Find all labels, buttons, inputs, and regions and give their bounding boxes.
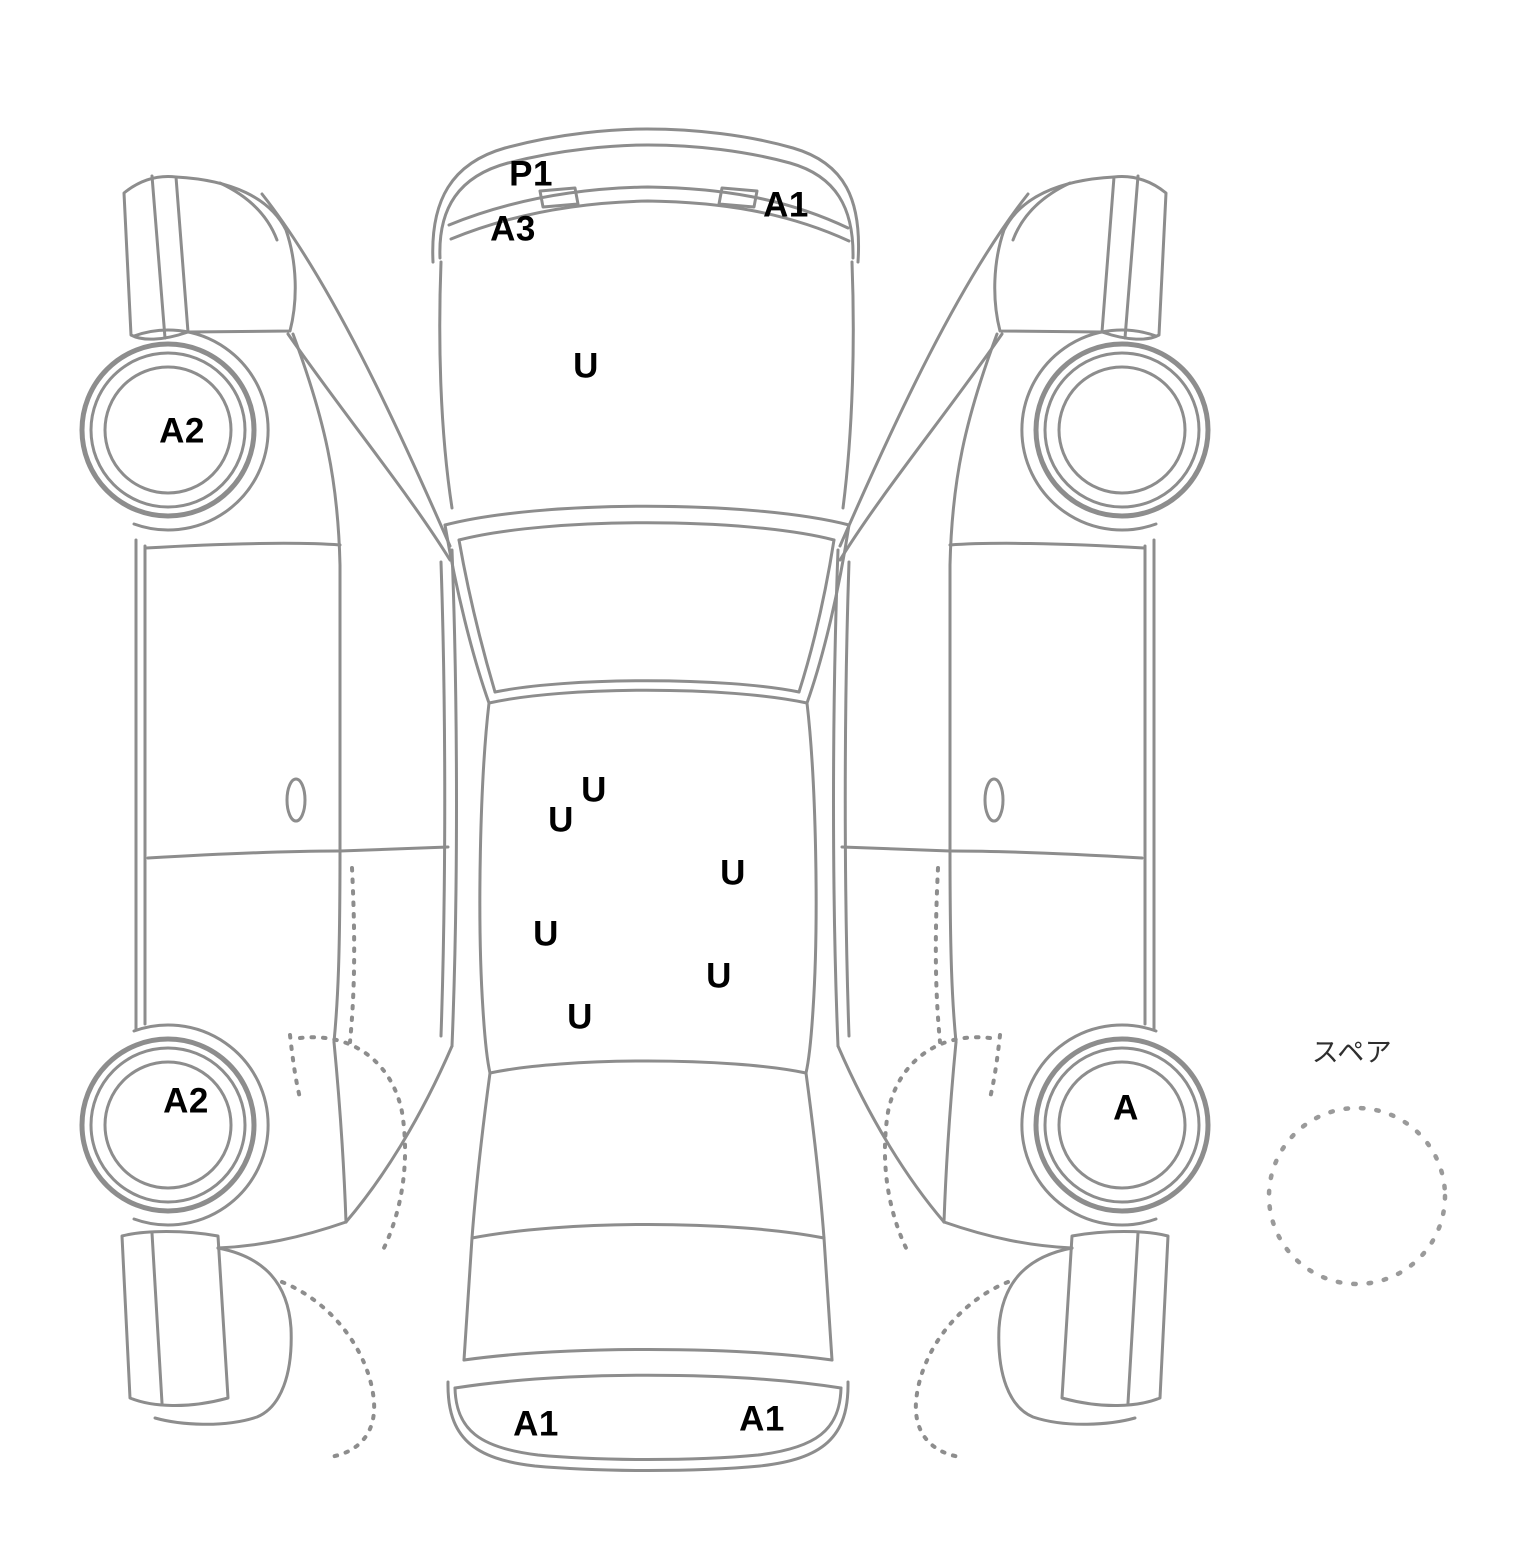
damage-code-u-roof-5: U (706, 956, 732, 996)
damage-code-a3-front-left: A3 (490, 209, 536, 249)
car-top-view (431, 127, 861, 1472)
damage-code-a1-front-right: A1 (763, 185, 809, 225)
damage-code-u-roof-2: U (548, 800, 574, 840)
damage-code-p1-front-bumper: P1 (509, 154, 553, 194)
damage-code-a1-rear-right: A1 (739, 1399, 785, 1439)
damage-code-u-hood: U (573, 346, 599, 386)
damage-code-a2-rear-left-wheel: A2 (163, 1081, 209, 1121)
spare-tire-outline (1266, 1105, 1448, 1287)
spare-tire-label: スペア (1311, 1037, 1393, 1068)
car-left-side-view (82, 176, 457, 1457)
damage-code-u-roof-6: U (567, 997, 593, 1037)
damage-code-a1-rear-left: A1 (513, 1404, 559, 1444)
car-right-side-view (834, 176, 1209, 1457)
damage-code-u-roof-3: U (720, 853, 746, 893)
damage-code-u-roof-1: U (581, 770, 607, 810)
damage-code-a2-front-left-wheel: A2 (159, 411, 205, 451)
damage-code-u-roof-4: U (533, 914, 559, 954)
damage-code-a-rear-right-wheel: A (1113, 1088, 1139, 1128)
